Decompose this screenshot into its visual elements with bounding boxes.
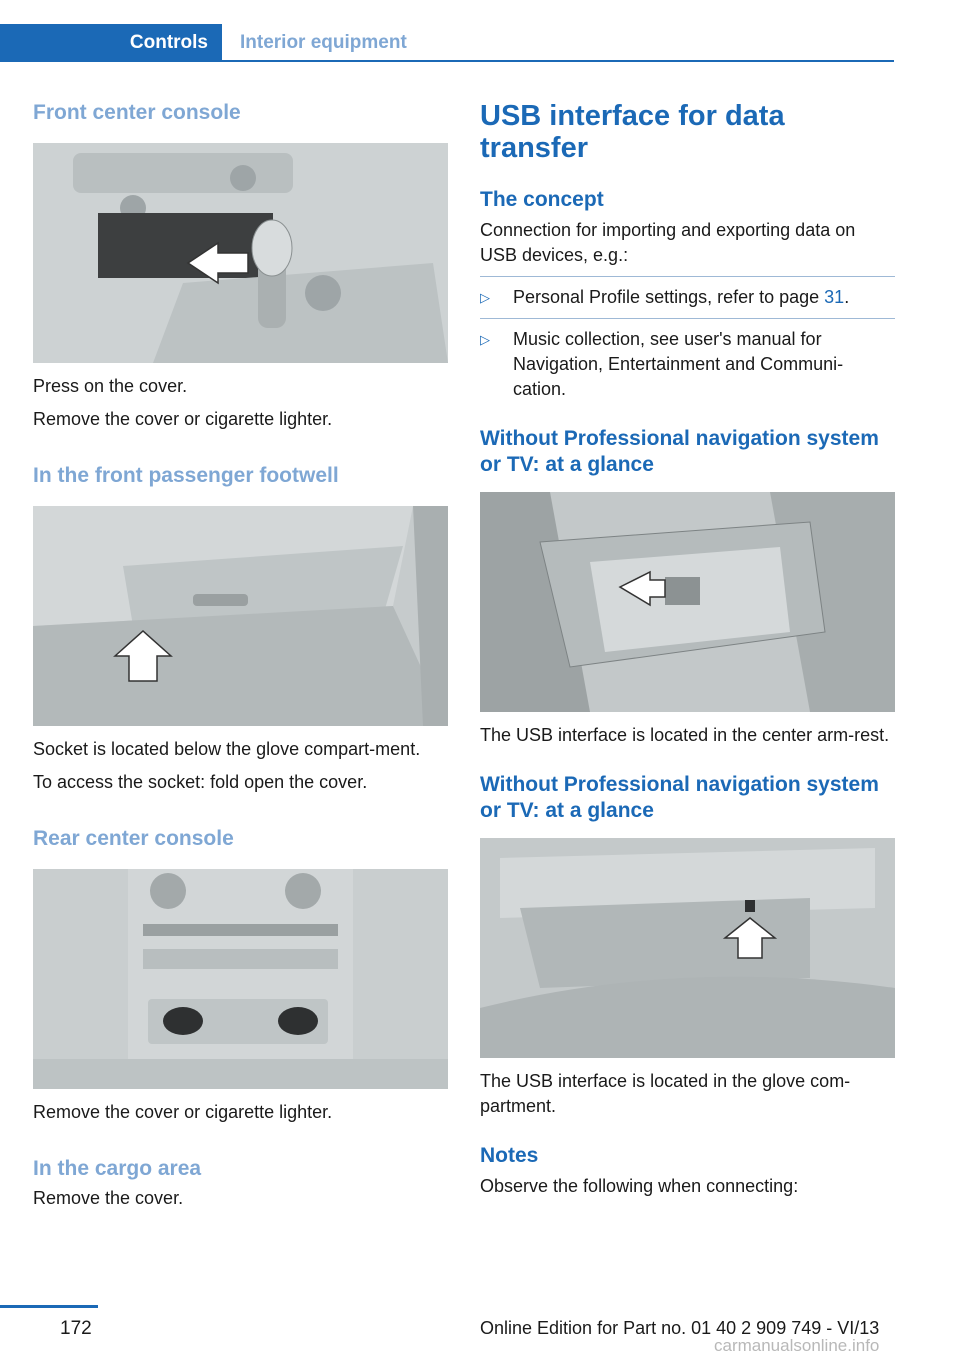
rear-p1: Remove the cover or cigarette lighter. bbox=[33, 1102, 333, 1122]
footer-rule bbox=[0, 1305, 98, 1308]
bullet-1-text: Personal Profile settings, refer to page bbox=[513, 287, 825, 307]
bullet-divider bbox=[480, 318, 895, 319]
bullet-item-1: ▷ Personal Profile settings, refer to pa… bbox=[480, 285, 895, 310]
triangle-bullet-icon: ▷ bbox=[480, 290, 490, 305]
rear-center-console-heading: Rear center console bbox=[33, 827, 234, 850]
center-armrest-illustration bbox=[480, 492, 895, 712]
page-header: Controls Interior equipment bbox=[0, 24, 894, 62]
glance-1-p: The USB interface is located in the cent… bbox=[480, 725, 890, 745]
header-rule bbox=[0, 60, 894, 62]
rear-console-illustration bbox=[33, 869, 448, 1089]
left-column: Front center console Press on the cover.… bbox=[33, 100, 448, 1211]
notes-heading: Notes bbox=[480, 1144, 539, 1167]
notes-p: Observe the following when connecting: bbox=[480, 1176, 799, 1196]
bullet-divider bbox=[480, 276, 895, 277]
concept-p: Connection for importing and exporting d… bbox=[480, 220, 856, 265]
footwell-p1: Socket is located below the glove compar… bbox=[33, 739, 421, 759]
edition-line: Online Edition for Part no. 01 40 2 909 … bbox=[480, 1318, 880, 1338]
bullet-item-2: ▷ Music collection, see user's manual fo… bbox=[480, 327, 895, 402]
section-tab: Controls bbox=[0, 24, 222, 62]
bullet-2-text: Music collection, see user's manual for … bbox=[513, 329, 844, 399]
cargo-area-heading: In the cargo area bbox=[33, 1157, 202, 1180]
cargo-p1: Remove the cover. bbox=[33, 1188, 184, 1208]
page-number: 172 bbox=[60, 1318, 92, 1339]
footwell-p2: To access the socket: fold open the cove… bbox=[33, 772, 368, 792]
triangle-bullet-icon: ▷ bbox=[480, 332, 490, 347]
glance-2-p: The USB interface is located in the glov… bbox=[480, 1071, 851, 1116]
page-31-link[interactable]: 31 bbox=[824, 287, 845, 307]
footwell-heading: In the front passenger footwell bbox=[33, 464, 339, 487]
glove-compartment-illustration bbox=[480, 838, 895, 1058]
right-column: USB interface for data transfer The conc… bbox=[480, 100, 895, 1199]
front-p1: Press on the cover. bbox=[33, 376, 188, 396]
footwell-illustration bbox=[33, 506, 448, 726]
watermark: carmanualsonline.info bbox=[714, 1336, 880, 1355]
usb-interface-title: USB interface for data transfer bbox=[480, 100, 785, 164]
bullet-1-end: . bbox=[844, 287, 850, 307]
concept-heading: The concept bbox=[480, 188, 604, 211]
glance-1-heading: Without Professional navigation system o… bbox=[480, 427, 879, 476]
subsection-tab: Interior equipment bbox=[240, 32, 407, 53]
glance-2-heading: Without Professional navigation system o… bbox=[480, 773, 879, 822]
front-center-console-heading: Front center console bbox=[33, 101, 241, 124]
front-console-illustration bbox=[33, 143, 448, 363]
front-p2: Remove the cover or cigarette lighter. bbox=[33, 409, 333, 429]
